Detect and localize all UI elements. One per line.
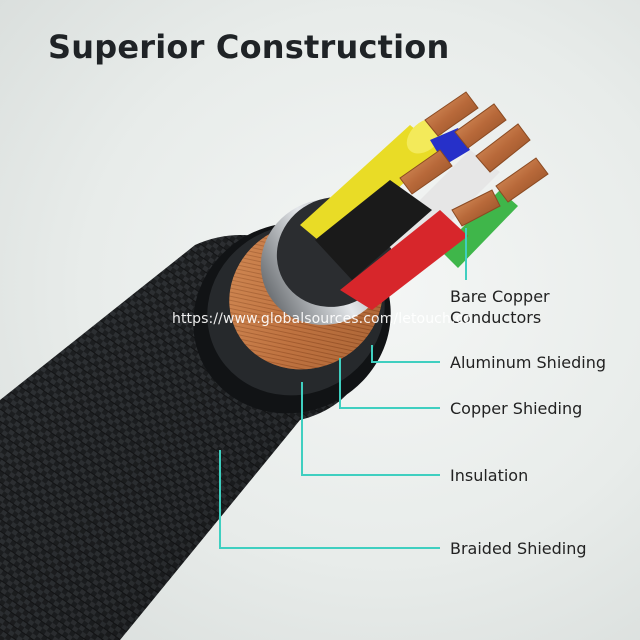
label-copper: Copper Shieding xyxy=(450,399,583,418)
wire-yellow xyxy=(300,125,440,250)
page-title: Superior Construction xyxy=(48,28,450,66)
label-bare-copper-line2: Conductors xyxy=(450,308,542,327)
wire-black xyxy=(315,180,432,280)
label-insulation: Insulation xyxy=(450,466,529,485)
wire-red xyxy=(340,210,468,310)
label-bare-copper-line1: Bare Copper xyxy=(450,287,550,306)
label-bare-copper: Bare Copper Conductors xyxy=(450,286,550,328)
watermark-text: https://www.globalsources.com/letouch.co xyxy=(172,311,472,327)
label-aluminum: Aluminum Shieding xyxy=(450,353,606,372)
leader-lines xyxy=(219,228,467,549)
bare-copper-tips xyxy=(399,91,549,227)
wire-green xyxy=(440,190,518,268)
label-braided: Braided Shieding xyxy=(450,539,587,558)
